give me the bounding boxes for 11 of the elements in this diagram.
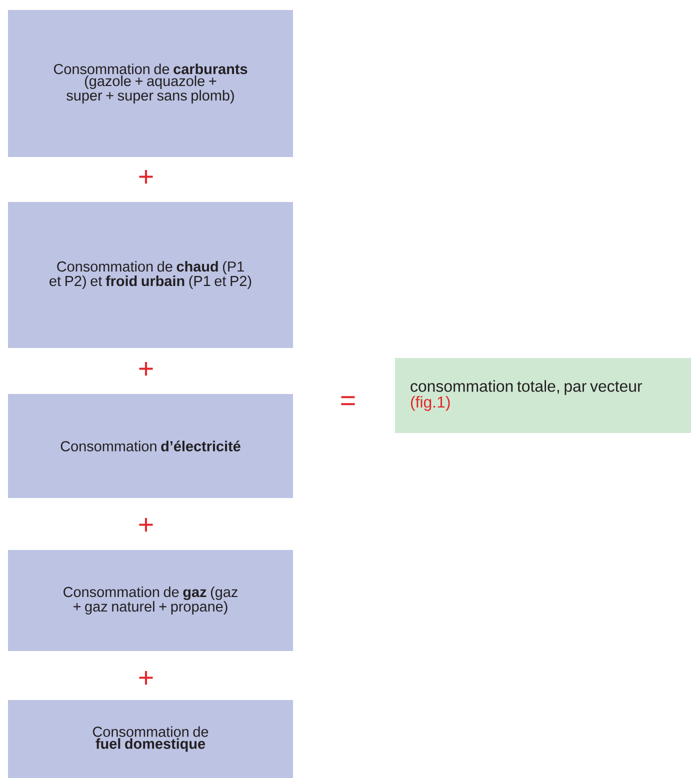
- operator-sign: +: [139, 518, 153, 532]
- total-box: consommation totale, par vecteur (fig.1): [395, 358, 691, 433]
- operator-sign: +: [139, 670, 153, 685]
- consumption-box: Consommation de gaz (gaz + gaz naturel + propane): [8, 550, 293, 651]
- operator-sign: =: [341, 396, 355, 406]
- consumption-box: Consommation de chaud (P1 et P2) et froid urbain (P1 et P2): [8, 202, 293, 348]
- operator-sign: +: [139, 362, 153, 376]
- operator-sign: +: [139, 170, 153, 184]
- consumption-box: Consommation d’électricité: [8, 394, 293, 498]
- consumption-box: Consommation de fuel domestique: [8, 700, 293, 778]
- consumption-box: Consommation de carburants (gazole + aquazole + super + super sans plomb): [8, 10, 293, 157]
